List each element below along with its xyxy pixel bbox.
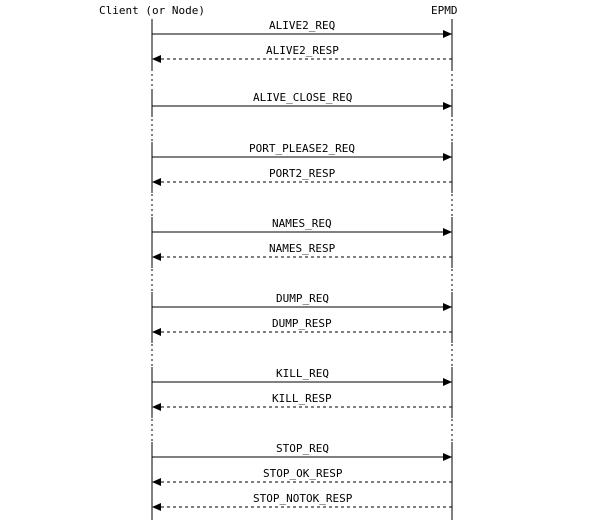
participant-label-client: Client (or Node) (99, 4, 205, 17)
message-label-dump_req: DUMP_REQ (273, 292, 332, 305)
participant-label-epmd: EPMD (431, 4, 458, 17)
message-label-names_resp: NAMES_RESP (266, 242, 339, 255)
message-label-alive2_req: ALIVE2_REQ (266, 19, 339, 32)
message-label-kill_resp: KILL_RESP (269, 392, 335, 405)
message-label-kill_req: KILL_REQ (273, 367, 332, 380)
message-label-alive2_resp: ALIVE2_RESP (263, 44, 342, 57)
message-label-stop_notok_resp: STOP_NOTOK_RESP (250, 492, 356, 505)
message-label-stop_req: STOP_REQ (273, 442, 332, 455)
message-label-names_req: NAMES_REQ (269, 217, 335, 230)
message-label-port2_resp: PORT2_RESP (266, 167, 339, 180)
message-label-alive_close_req: ALIVE_CLOSE_REQ (250, 91, 356, 104)
messages-layer (152, 30, 452, 511)
message-label-dump_resp: DUMP_RESP (269, 317, 335, 330)
message-label-stop_ok_resp: STOP_OK_RESP (260, 467, 346, 480)
message-label-port_please2_req: PORT_PLEASE2_REQ (246, 142, 358, 155)
